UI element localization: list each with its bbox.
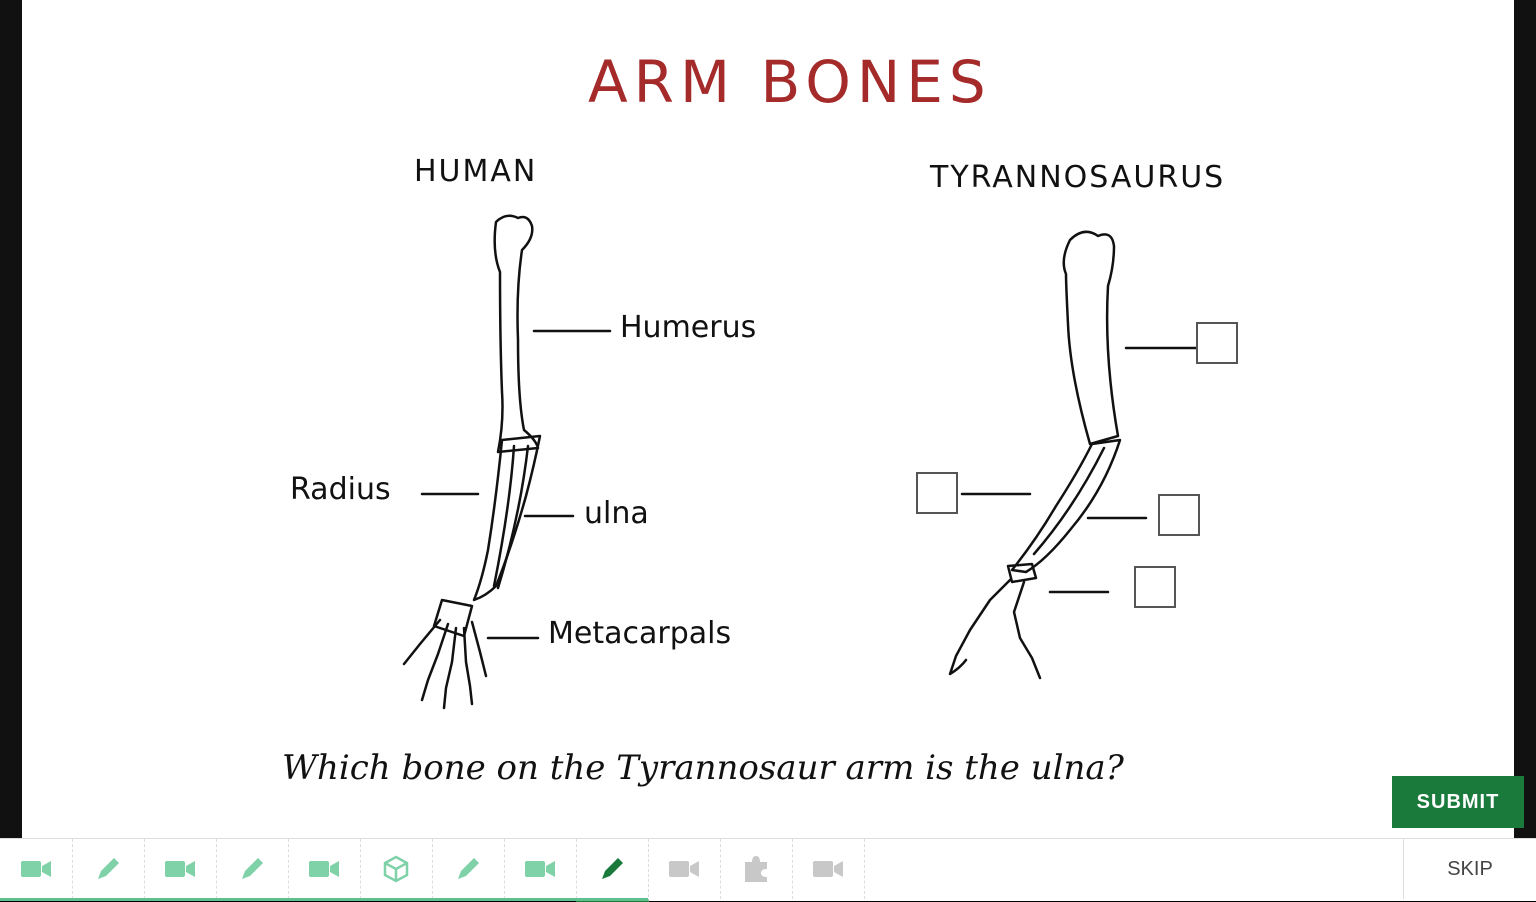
tool-video-3[interactable] — [288, 839, 361, 899]
submit-button[interactable]: SUBMIT — [1392, 776, 1524, 828]
cube-icon — [383, 855, 409, 883]
video-camera-icon — [309, 861, 339, 877]
pencil-icon — [458, 858, 479, 879]
metacarpals-label: Metacarpals — [548, 616, 732, 651]
human-humerus-bone — [493, 214, 540, 454]
arm-bones-illustration — [402, 214, 1198, 710]
pencil-icon — [602, 858, 623, 879]
tool-pencil-active[interactable] — [576, 839, 649, 902]
human-hand-bones — [432, 598, 474, 638]
question-text: Which bone on the Tyrannosaur arm is the… — [282, 748, 1124, 788]
skip-button[interactable]: SKIP — [1403, 839, 1536, 899]
tool-video-1[interactable] — [0, 839, 73, 899]
tool-pencil-3[interactable] — [432, 839, 505, 899]
puzzle-icon — [745, 856, 767, 882]
trex-humerus-bone — [1062, 230, 1120, 446]
pencil-icon — [98, 858, 119, 879]
pencil-icon — [242, 858, 263, 879]
humerus-label: Humerus — [620, 310, 757, 345]
trex-hand-bones — [1006, 562, 1038, 584]
trex-radius-answer-box[interactable] — [916, 472, 958, 514]
video-camera-icon — [21, 861, 51, 877]
video-camera-icon — [669, 861, 699, 877]
tool-pencil-1[interactable] — [72, 839, 145, 899]
trex-hand-answer-box[interactable] — [1134, 566, 1176, 608]
ulna-label: ulna — [584, 496, 649, 531]
tool-video-locked-1[interactable] — [648, 839, 721, 899]
lesson-progress-toolbar: SKIP — [0, 838, 1536, 902]
video-camera-icon — [813, 861, 843, 877]
tool-pencil-2[interactable] — [216, 839, 289, 899]
page-title: ARM BONES — [588, 48, 992, 116]
human-heading: HUMAN — [414, 154, 538, 189]
trex-ulna-answer-box[interactable] — [1158, 494, 1200, 536]
trex-humerus-answer-box[interactable] — [1196, 322, 1238, 364]
tool-puzzle-locked[interactable] — [720, 839, 793, 899]
left-letterbox — [0, 0, 22, 838]
tyrannosaurus-heading: TYRANNOSAURUS — [930, 160, 1226, 195]
tool-video-4[interactable] — [504, 839, 577, 899]
tool-cube[interactable] — [360, 839, 433, 899]
human-radius-bone — [472, 434, 542, 602]
video-camera-icon — [165, 861, 195, 877]
tool-video-2[interactable] — [144, 839, 217, 899]
quiz-canvas — [22, 0, 1514, 838]
video-camera-icon — [525, 861, 555, 877]
right-letterbox — [1514, 0, 1536, 838]
trex-forearm-bones — [1010, 438, 1122, 574]
radius-label: Radius — [290, 472, 391, 507]
tool-video-locked-2[interactable] — [792, 839, 865, 899]
